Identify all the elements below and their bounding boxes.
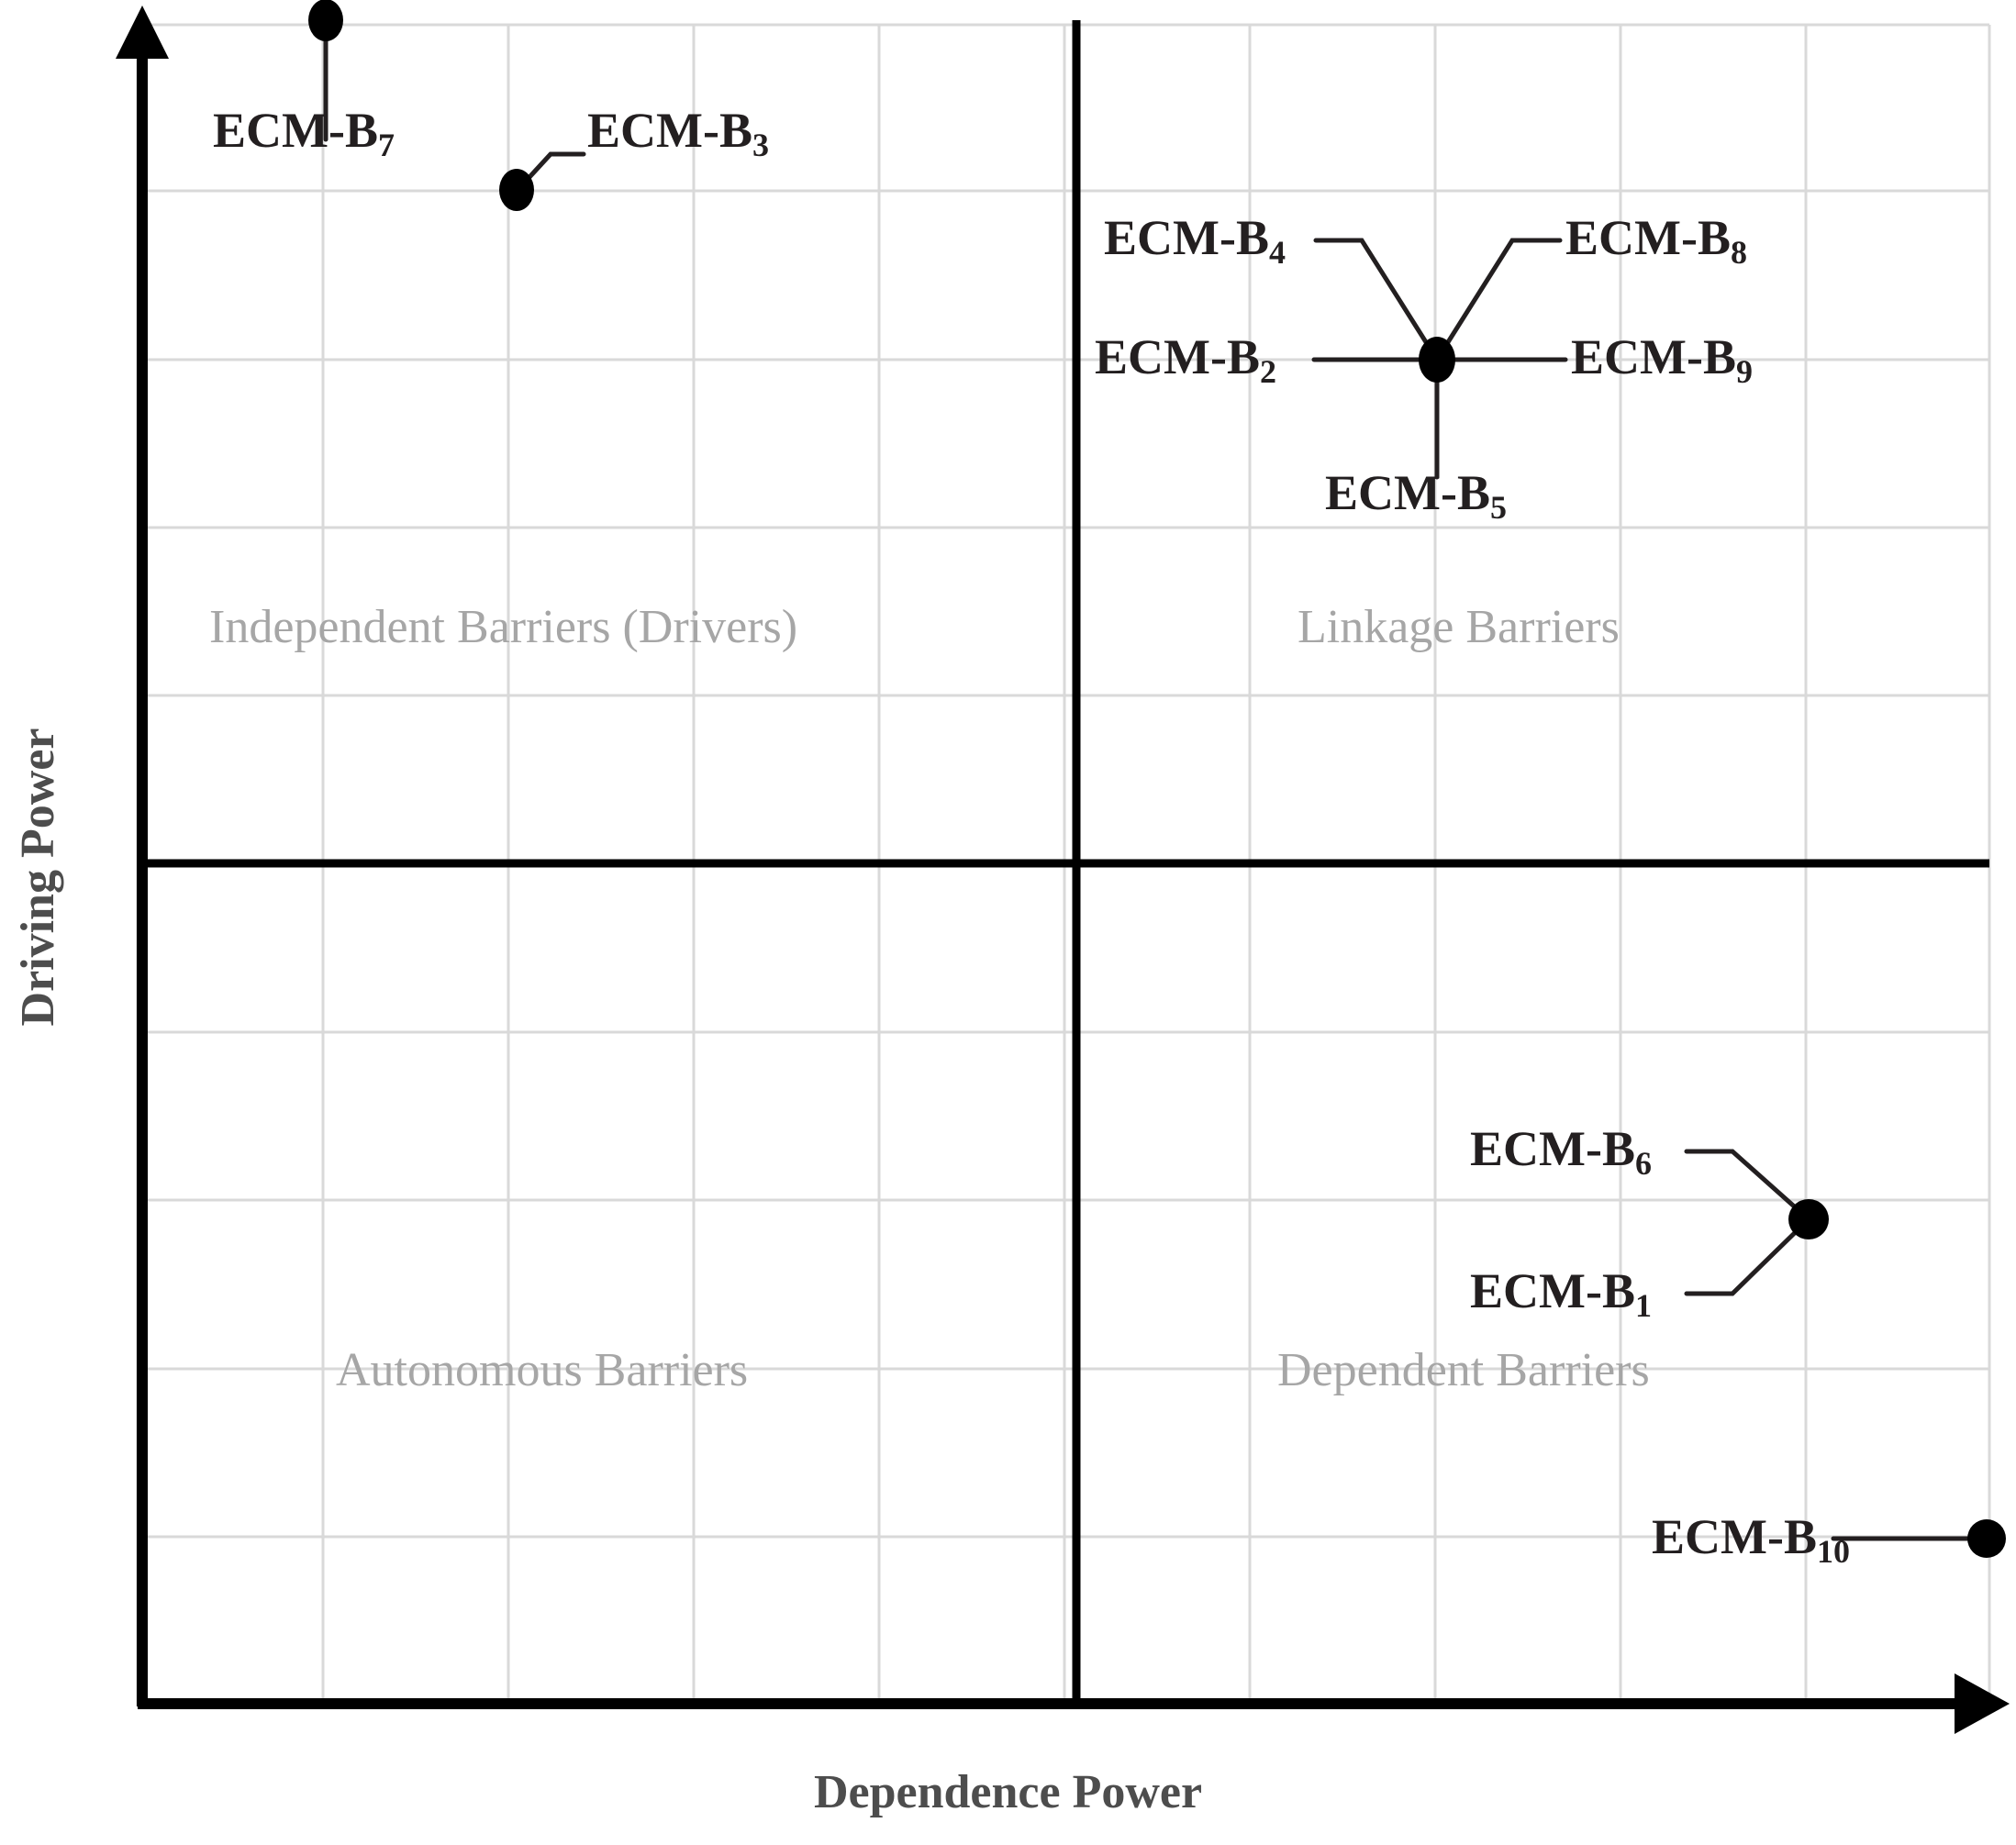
node-label-b9-subscript: 9 [1735, 353, 1753, 391]
quadrant-label-independent: Independent Barriers (Drivers) [209, 601, 798, 653]
node-label-ecm-b7: ECM-B7 [213, 106, 395, 161]
node-label-b10-subscript: 10 [1816, 1533, 1850, 1571]
node-label-ecm-b2: ECM-B2 [1095, 332, 1276, 388]
data-point-cluster [1419, 337, 1455, 383]
x-axis-arrowhead [1955, 1673, 2010, 1734]
quadrant-label-linkage: Linkage Barriers [1298, 601, 1620, 653]
quadrant-dividers [138, 20, 1989, 1706]
data-point-b6-b1 [1788, 1199, 1829, 1239]
node-label-ecm-b10: ECM-B10 [1652, 1512, 1850, 1568]
node-label-ecm-b5: ECM-B5 [1325, 468, 1507, 524]
node-label-b5-base: ECM-B [1325, 465, 1490, 520]
node-label-b5-subscript: 5 [1489, 489, 1507, 527]
node-label-b7-base: ECM-B [213, 103, 378, 158]
leader-lines [323, 25, 1989, 1541]
node-label-b8-subscript: 8 [1730, 234, 1747, 272]
node-label-ecm-b8: ECM-B8 [1565, 213, 1747, 269]
y-axis-title: Driving Power [12, 728, 64, 1027]
node-label-b7-subscript: 7 [377, 127, 395, 164]
node-label-ecm-b3: ECM-B3 [587, 106, 769, 161]
leader-line-b1 [1684, 1217, 1811, 1296]
node-label-b2-base: ECM-B [1095, 329, 1260, 384]
quadrant-label-dependent: Dependent Barriers [1277, 1344, 1650, 1396]
data-points [308, 0, 2006, 1558]
grid-lines [136, 23, 1991, 1706]
node-label-b1-subscript: 1 [1634, 1287, 1652, 1325]
node-label-b4-base: ECM-B [1104, 210, 1269, 265]
data-point-b7 [308, 0, 343, 41]
node-label-b10-base: ECM-B [1652, 1509, 1817, 1564]
data-point-b10 [1967, 1519, 2006, 1558]
node-label-b1-base: ECM-B [1470, 1263, 1635, 1318]
node-label-b3-subscript: 3 [752, 127, 769, 164]
node-label-b6-subscript: 6 [1634, 1145, 1652, 1183]
x-axis-title: Dependence Power [813, 1766, 1203, 1818]
node-label-ecm-b1: ECM-B1 [1470, 1266, 1652, 1322]
data-point-b3 [499, 169, 534, 211]
quadrant-label-autonomous: Autonomous Barriers [336, 1344, 749, 1396]
node-label-b9-base: ECM-B [1571, 329, 1736, 384]
leader-line-b8 [1434, 238, 1563, 362]
leader-line-b4 [1313, 238, 1440, 362]
node-label-b3-base: ECM-B [587, 103, 752, 158]
leader-line-b6 [1684, 1149, 1811, 1222]
node-label-b4-subscript: 4 [1268, 234, 1286, 272]
node-label-ecm-b4: ECM-B4 [1104, 213, 1286, 269]
y-axis-arrowhead [116, 6, 169, 59]
node-label-b8-base: ECM-B [1565, 210, 1731, 265]
node-label-b2-subscript: 2 [1259, 353, 1276, 391]
node-label-ecm-b9: ECM-B9 [1571, 332, 1753, 388]
axes [116, 6, 2010, 1734]
node-label-b6-base: ECM-B [1470, 1121, 1635, 1176]
node-label-ecm-b6: ECM-B6 [1470, 1124, 1652, 1180]
